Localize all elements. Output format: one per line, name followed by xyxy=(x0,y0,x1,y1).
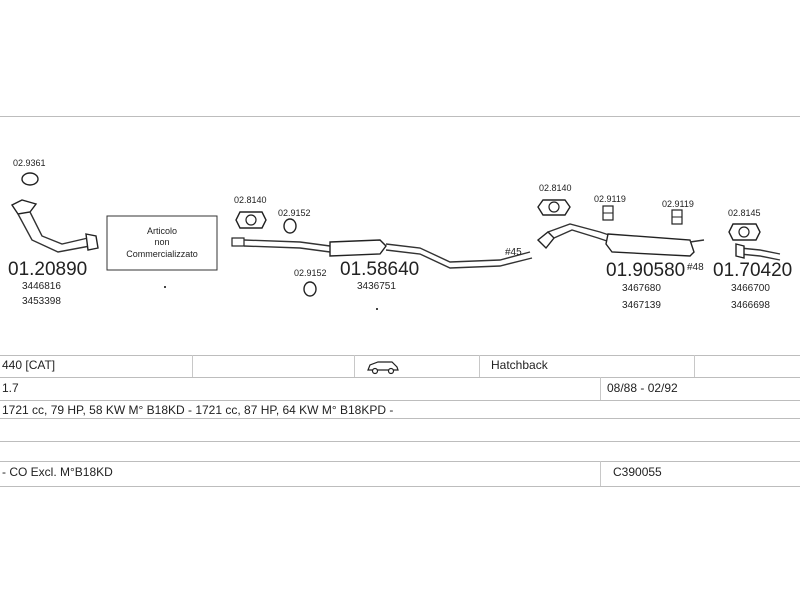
code-clamp-rear-a: 02.9119 xyxy=(594,194,626,204)
table-line-3 xyxy=(0,400,800,401)
note-cell: - CO Excl. M°B18KD xyxy=(2,465,113,479)
oe-middle-1: 3436751 xyxy=(357,281,396,292)
oe-tail-1: 3466700 xyxy=(731,283,770,294)
gasket-b-icon xyxy=(537,199,571,216)
oe-rear-2: 3467139 xyxy=(622,300,661,311)
code-clamp-rear-b: 02.9119 xyxy=(662,199,694,209)
oe-tail-2: 3466698 xyxy=(731,300,770,311)
ring-top-icon xyxy=(283,218,297,234)
body-type-cell: Hatchback xyxy=(491,358,548,372)
table-line-1 xyxy=(0,355,800,356)
table-divider-3 xyxy=(479,355,480,377)
tailpipe-icon xyxy=(735,243,781,261)
code-gasket-a: 02.8140 xyxy=(234,195,267,205)
table-line-6 xyxy=(0,461,800,462)
engine-cell: 1.7 xyxy=(2,381,19,395)
note-line-3: Commercializzato xyxy=(126,249,198,259)
dot-mark xyxy=(164,286,166,288)
front-pipe-icon xyxy=(10,199,99,253)
clamp-tail-icon xyxy=(728,223,761,241)
top-border xyxy=(0,116,800,117)
code-clamp-tail: 02.8145 xyxy=(728,208,761,218)
table-divider-5 xyxy=(600,377,601,400)
part-number-front-pipe: 01.20890 xyxy=(8,259,87,280)
code-ring-top: 02.9152 xyxy=(278,208,311,218)
clamp-rear-b-icon xyxy=(671,209,683,225)
table-divider-2 xyxy=(354,355,355,377)
code-clamp-front: 02.9361 xyxy=(13,158,46,168)
oe-front-pipe-1: 3446816 xyxy=(22,281,61,292)
not-available-box: Articolo non Commercializzato xyxy=(106,215,218,271)
rear-silencer-icon xyxy=(536,223,705,257)
note-line-1: Articolo xyxy=(147,226,177,236)
part-number-middle: 01.58640 xyxy=(340,259,419,280)
table-line-4 xyxy=(0,418,800,419)
oe-rear-1: 3467680 xyxy=(622,283,661,294)
ring-bottom-icon xyxy=(303,281,317,297)
clamp-front-icon xyxy=(21,172,39,186)
code-gasket-b: 02.8140 xyxy=(539,183,572,193)
table-line-2 xyxy=(0,377,800,378)
table-line-7 xyxy=(0,486,800,487)
clamp-rear-a-icon xyxy=(602,205,614,221)
catalog-code-cell: C390055 xyxy=(613,465,662,479)
code-ring-bottom: 02.9152 xyxy=(294,268,327,278)
exhaust-diagram: 02.9361 01.20890 3446816 3453398 Articol… xyxy=(8,158,792,311)
label-hash45: #45 xyxy=(505,247,522,258)
model-cell: 440 [CAT] xyxy=(2,358,56,372)
note-line-2: non xyxy=(154,237,169,247)
middle-silencer-icon xyxy=(231,237,533,269)
table-line-5 xyxy=(0,441,800,442)
part-number-rear: 01.90580 xyxy=(606,260,685,281)
car-icon xyxy=(367,361,399,375)
table-divider-4 xyxy=(694,355,695,377)
gasket-a-icon xyxy=(235,211,267,229)
table-divider-1 xyxy=(192,355,193,377)
part-number-tail: 01.70420 xyxy=(713,260,792,281)
dot-mark-2 xyxy=(376,308,378,310)
label-hash48: #48 xyxy=(687,262,704,273)
oe-front-pipe-2: 3453398 xyxy=(22,296,61,307)
table-divider-6 xyxy=(600,461,601,486)
spec-cell: 1721 cc, 79 HP, 58 KW M° B18KD - 1721 cc… xyxy=(2,403,394,417)
period-cell: 08/88 - 02/92 xyxy=(607,381,678,395)
